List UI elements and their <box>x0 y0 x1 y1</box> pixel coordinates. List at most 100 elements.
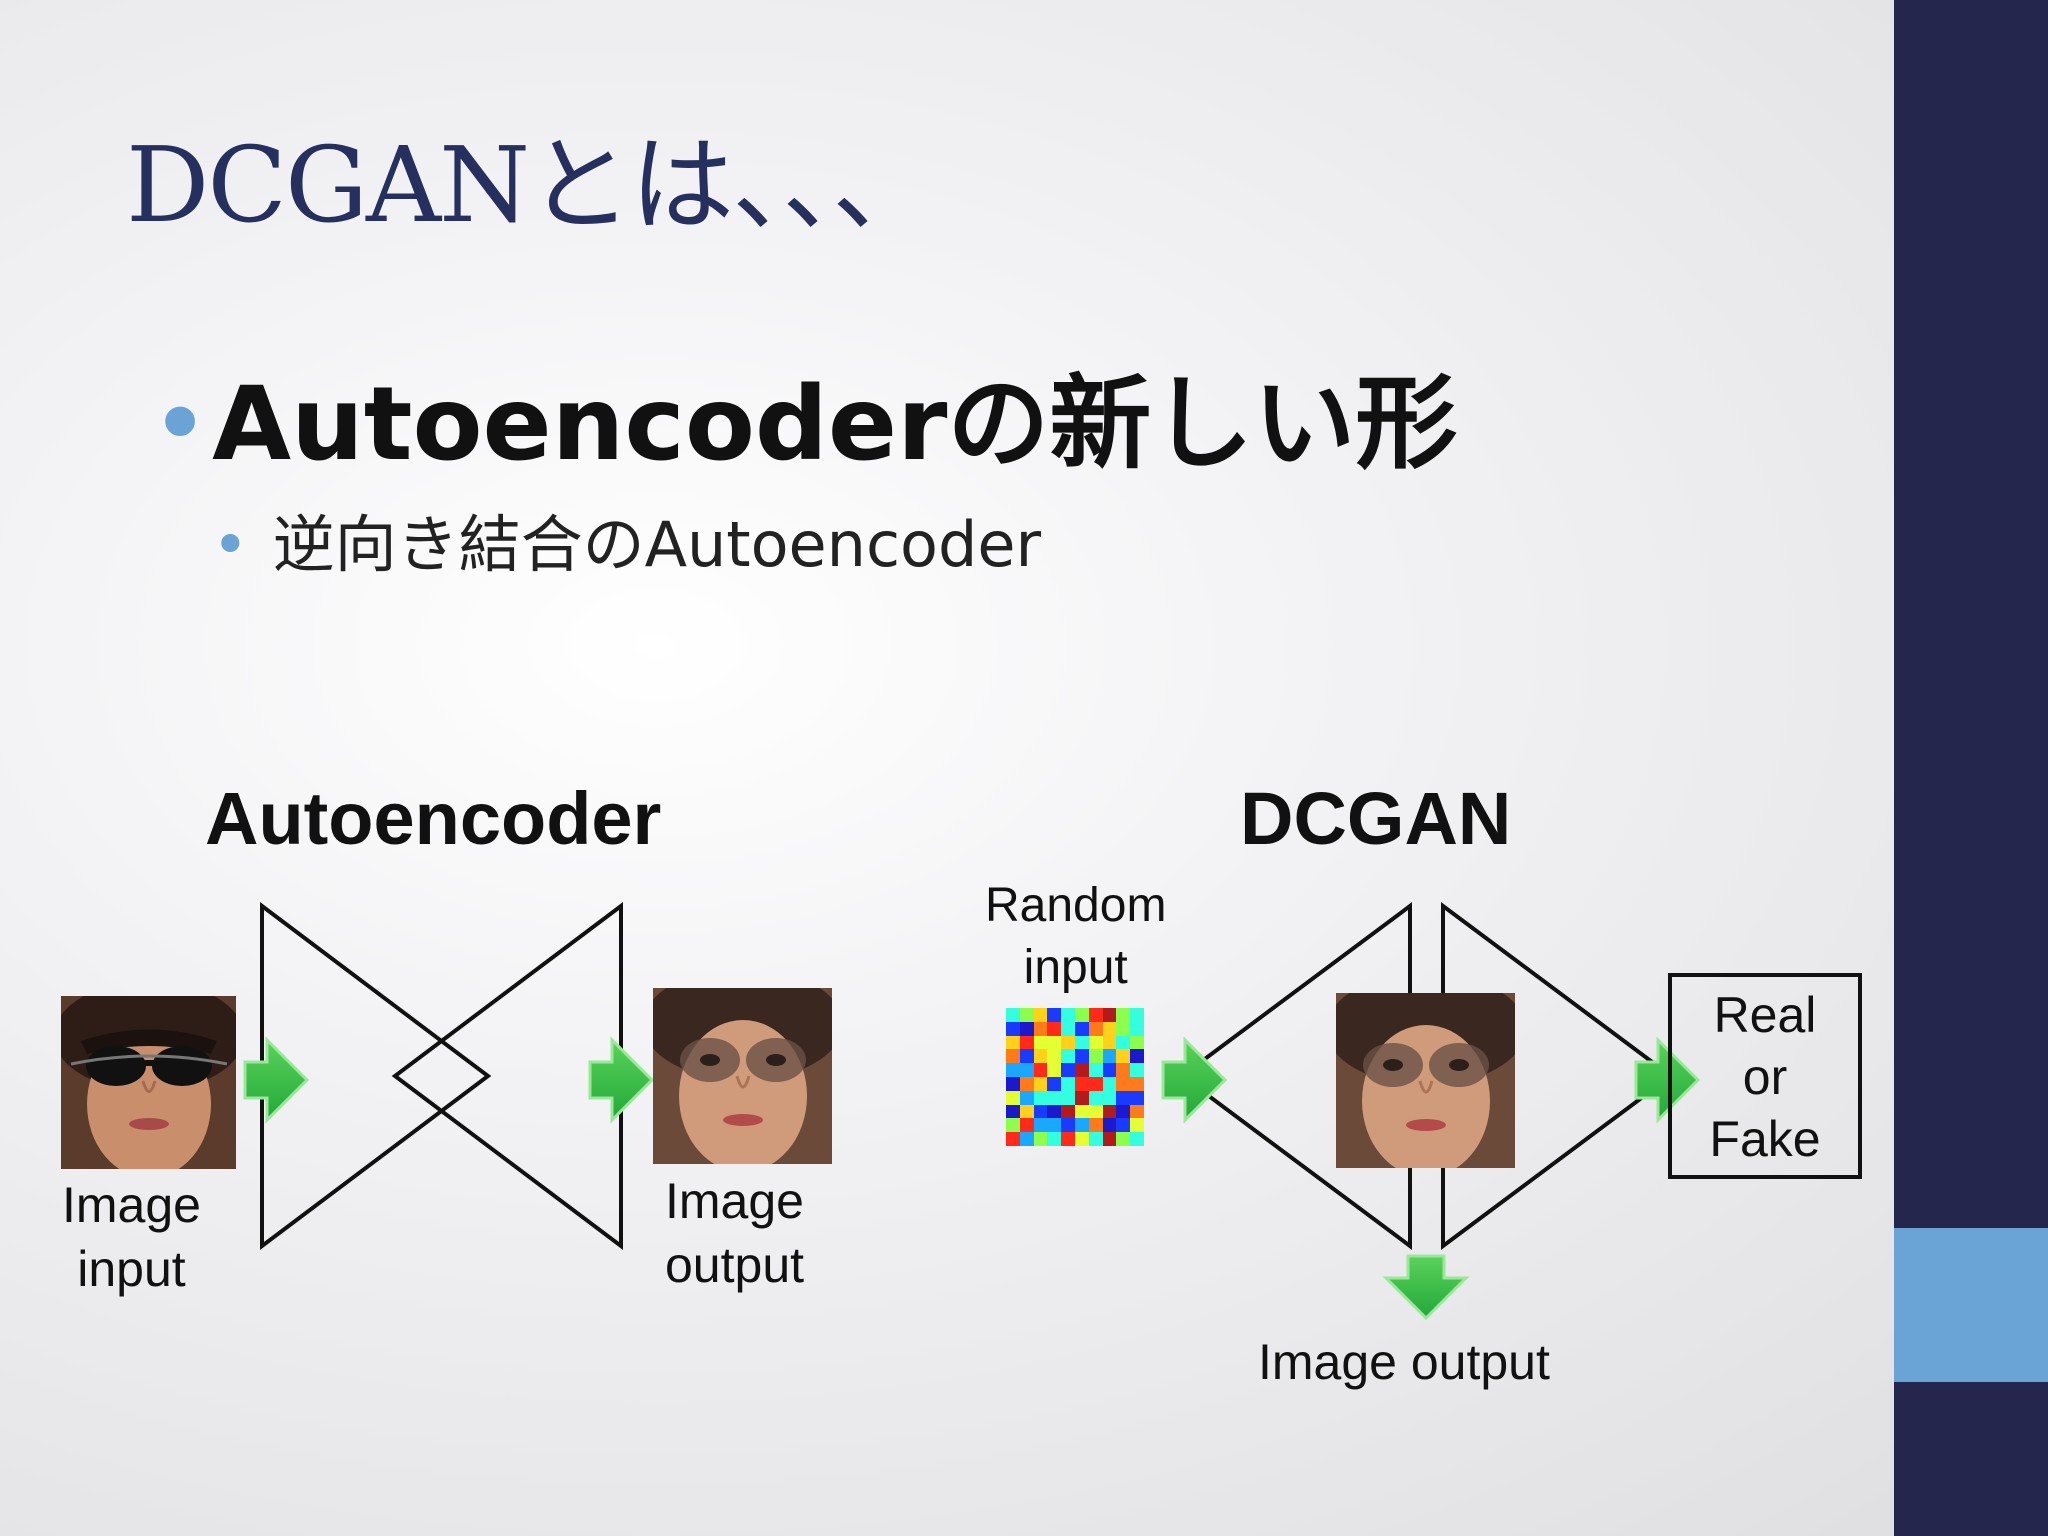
noise-cell <box>1033 1008 1048 1022</box>
noise-cell <box>1033 1063 1048 1077</box>
arrow-right-icon <box>588 1036 655 1124</box>
slide-sidebar-accent <box>1894 1228 2048 1382</box>
noise-cell <box>1088 1118 1103 1133</box>
noise-cell <box>1019 1118 1034 1133</box>
arrow-right-icon <box>1161 1036 1228 1124</box>
noise-cell <box>1116 1049 1131 1064</box>
noise-cell <box>1033 1077 1048 1091</box>
noise-cell <box>1019 1104 1034 1119</box>
slide-title: DCGANとは、、、 <box>126 124 936 246</box>
sub-bullet-dot: • <box>212 508 249 581</box>
image-input-label: Image input <box>62 1177 201 1297</box>
noise-cell <box>1088 1008 1103 1022</box>
noise-cell <box>1088 1104 1103 1119</box>
noise-cell <box>1061 1090 1075 1105</box>
noise-cell <box>1116 1008 1131 1022</box>
noise-cell <box>1033 1118 1048 1133</box>
main-bullet: •Autoencoderの新しい形 <box>150 342 1457 489</box>
noise-cell <box>1033 1104 1048 1119</box>
noise-cell <box>1061 1049 1075 1064</box>
noise-cell <box>1047 1035 1062 1050</box>
noise-cell <box>1130 1118 1144 1133</box>
noise-cell <box>1019 1008 1034 1022</box>
noise-cell <box>1033 1035 1048 1050</box>
noise-cell <box>1019 1021 1034 1036</box>
noise-cell <box>1130 1049 1144 1064</box>
noise-cell <box>1006 1049 1020 1064</box>
noise-cell <box>1075 1049 1089 1064</box>
noise-cell <box>1116 1118 1131 1133</box>
noise-cell <box>1006 1132 1020 1146</box>
discriminator-output-box <box>1668 973 1862 1179</box>
noise-cell <box>1102 1090 1117 1105</box>
noise-cell <box>1061 1063 1075 1077</box>
noise-cell <box>1088 1021 1103 1036</box>
noise-cell <box>1047 1063 1062 1077</box>
noise-cell <box>1006 1104 1020 1119</box>
noise-cell <box>1033 1132 1048 1146</box>
sub-bullet: • 逆向き結合のAutoencoder <box>212 494 1041 584</box>
noise-cell <box>1088 1132 1103 1146</box>
face-generated-image <box>1336 993 1515 1168</box>
noise-cell <box>1075 1118 1089 1133</box>
dcgan-heading: DCGAN <box>1240 777 1512 860</box>
noise-cell <box>1116 1035 1131 1050</box>
noise-cell <box>1033 1021 1048 1036</box>
noise-cell <box>1130 1132 1144 1146</box>
noise-cell <box>1006 1063 1020 1077</box>
noise-cell <box>1130 1063 1144 1077</box>
noise-cell <box>1061 1118 1075 1133</box>
noise-cell <box>1088 1077 1103 1091</box>
noise-cell <box>1019 1077 1034 1091</box>
sub-bullet-text: 逆向き結合のAutoencoder <box>272 508 1041 581</box>
noise-cell <box>1075 1132 1089 1146</box>
noise-cell <box>1019 1035 1034 1050</box>
decoder-shape <box>391 901 623 1251</box>
noise-cell <box>1130 1077 1144 1091</box>
noise-cell <box>1047 1090 1062 1105</box>
dcgan-image-output-label: Image output <box>1258 1334 1550 1390</box>
noise-cell <box>1116 1021 1131 1036</box>
noise-cell <box>1116 1077 1131 1091</box>
noise-cell <box>1116 1063 1131 1077</box>
noise-cell <box>1006 1077 1020 1091</box>
noise-cell <box>1130 1035 1144 1050</box>
noise-cell <box>1047 1049 1062 1064</box>
noise-cell <box>1102 1063 1117 1077</box>
noise-cell <box>1006 1035 1020 1050</box>
noise-cell <box>1075 1035 1089 1050</box>
noise-cell <box>1019 1049 1034 1064</box>
noise-cell <box>1102 1049 1117 1064</box>
noise-cell <box>1116 1132 1131 1146</box>
noise-cell <box>1075 1021 1089 1036</box>
noise-cell <box>1130 1104 1144 1119</box>
main-bullet-text: Autoencoderの新しい形 <box>212 365 1458 484</box>
noise-cell <box>1061 1077 1075 1091</box>
bullet-dot: • <box>150 365 211 484</box>
noise-cell <box>1075 1077 1089 1091</box>
face-output-image <box>653 988 832 1164</box>
noise-cell <box>1088 1035 1103 1050</box>
noise-cell <box>1061 1104 1075 1119</box>
noise-cell <box>1061 1132 1075 1146</box>
noise-cell <box>1047 1077 1062 1091</box>
noise-cell <box>1033 1090 1048 1105</box>
random-input-label: Random input <box>985 879 1167 994</box>
real-or-fake-label: Real or Fake <box>1709 987 1821 1167</box>
noise-cell <box>1116 1104 1131 1119</box>
noise-cell <box>1047 1118 1062 1133</box>
arrow-right-icon <box>1634 1036 1701 1124</box>
noise-cell <box>1047 1132 1062 1146</box>
noise-cell <box>1088 1063 1103 1077</box>
noise-cell <box>1061 1035 1075 1050</box>
noise-cell <box>1102 1118 1117 1133</box>
autoencoder-heading: Autoencoder <box>205 777 662 860</box>
face-input-image <box>61 996 236 1169</box>
noise-cell <box>1075 1063 1089 1077</box>
noise-cell <box>1075 1090 1089 1105</box>
noise-cell <box>1047 1021 1062 1036</box>
noise-cell <box>1102 1104 1117 1119</box>
noise-cell <box>1033 1049 1048 1064</box>
noise-cell <box>1102 1132 1117 1146</box>
